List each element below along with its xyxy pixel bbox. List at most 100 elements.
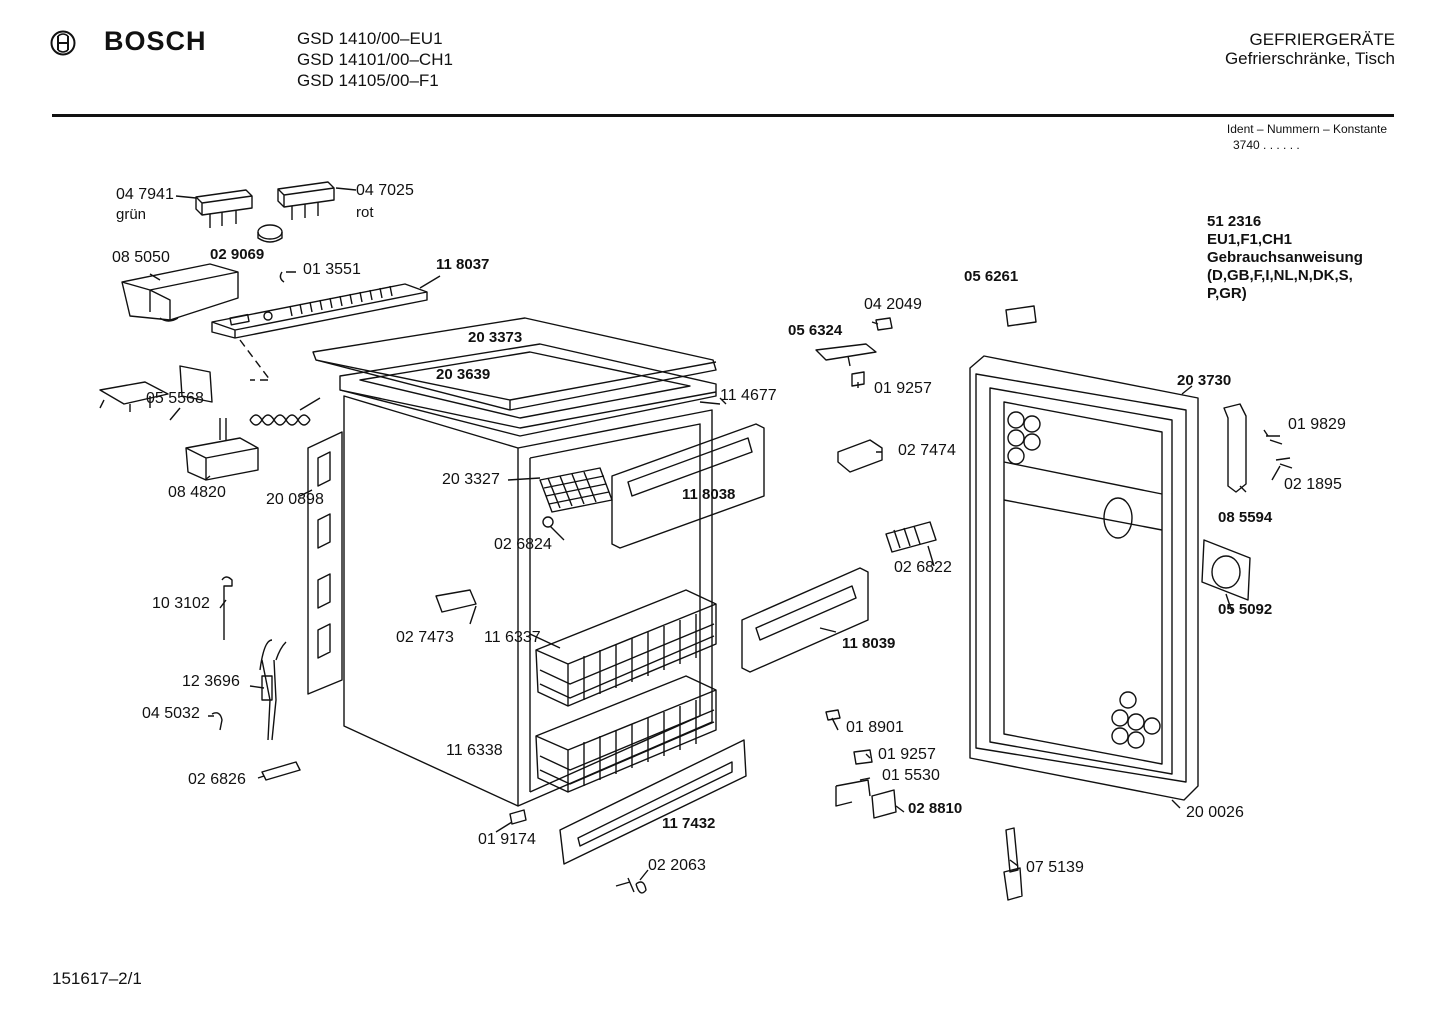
handle-screw-part: [1266, 435, 1283, 445]
clip-part: [875, 317, 893, 331]
part-label-013551: 01 3551: [303, 261, 361, 278]
thermostat-part: [99, 365, 321, 481]
part-label-203639: 20 3639: [436, 366, 491, 383]
light-housing-part: [121, 263, 239, 322]
model-list: GSD 1410/00–EU1 GSD 14101/00–CH1 GSD 141…: [297, 28, 453, 91]
doc-languages-cont: P,GR): [1207, 285, 1247, 302]
bushing-part: [851, 371, 865, 387]
part-label-028810: 02 8810: [908, 800, 963, 817]
part-label-203373: 20 3373: [468, 329, 523, 346]
part-label-116337: 11 6337: [484, 629, 541, 646]
doc-languages: (D,GB,F,I,NL,N,DK,S,: [1207, 267, 1353, 284]
part-note-red: rot: [356, 204, 374, 221]
freezer-flap-part: [611, 423, 765, 549]
green-button-part: [195, 189, 253, 228]
part-note-green: grün: [116, 206, 147, 223]
handle-cap-part: [1275, 457, 1293, 469]
condenser-part: [307, 431, 343, 695]
part-label-055092: 05 5092: [1218, 601, 1273, 618]
part-label-117432: 11 7432: [662, 815, 716, 832]
part-label-075139: 07 5139: [1026, 859, 1084, 876]
door-stop-part: [837, 439, 883, 473]
part-label-047025: 04 7025: [356, 182, 414, 199]
part-label-045032: 04 5032: [142, 705, 200, 722]
door-handle-part: [1223, 403, 1247, 493]
part-label-015530: 01 5530: [882, 767, 940, 784]
screw-part: [542, 516, 554, 528]
bosch-logo-icon: [50, 30, 76, 61]
part-label-200026: 20 0026: [1186, 804, 1244, 821]
category-block: GEFRIERGERÄTE Gefrierschränke, Tisch: [1225, 30, 1395, 68]
bolt-part: [825, 709, 841, 721]
part-label-029069: 02 9069: [210, 246, 265, 263]
nut-part: [853, 749, 873, 765]
upper-basket-part: [535, 589, 717, 707]
part-label-055568: 05 5568: [146, 390, 204, 407]
knob-part: [257, 224, 283, 243]
doc-variants: EU1,F1,CH1: [1207, 231, 1293, 248]
part-label-019174: 01 9174: [478, 831, 536, 848]
hinge-plate-part: [815, 343, 877, 367]
top-frame-part: [339, 343, 717, 437]
part-label-085050: 08 5050: [112, 249, 170, 266]
part-label-203730: 20 3730: [1177, 372, 1232, 389]
document-info: 51 2316 EU1,F1,CH1 Gebrauchsanweisung (D…: [1207, 213, 1363, 303]
lower-hinge-part: [835, 779, 871, 807]
hinge-cover-part: [871, 789, 897, 819]
assembly-guide: [239, 339, 271, 381]
lower-flap-part: [741, 567, 869, 673]
evaporator-grid-part: [539, 467, 613, 513]
part-label-042049: 04 2049: [864, 296, 922, 313]
model-number: GSD 14105/00–F1: [297, 71, 439, 90]
part-label-084820: 08 4820: [168, 484, 226, 501]
ident-constant: 3740 . . . . . .: [1233, 138, 1300, 152]
sensor-part: [261, 675, 273, 701]
door-part: [969, 355, 1199, 801]
hinge-part: [699, 401, 721, 405]
hose-part: [211, 712, 223, 731]
part-label-047941: 04 7941: [116, 186, 174, 203]
screw-washer-part: [615, 877, 647, 894]
control-panel-part: [211, 283, 428, 339]
category-subtitle: Gefrierschränke, Tisch: [1224, 49, 1395, 68]
part-label-026822: 02 6822: [894, 559, 952, 576]
part-label-123696: 12 3696: [182, 673, 240, 690]
drain-tube: [221, 576, 233, 640]
part-label-026826: 02 6826: [188, 771, 246, 788]
page-id: 151617–2/1: [52, 969, 142, 988]
cabinet-body: [343, 395, 713, 807]
cover-strip-part: [885, 521, 937, 553]
red-button-part: [277, 181, 335, 220]
part-label-026824: 02 6824: [494, 536, 552, 553]
header-divider: [52, 114, 1394, 117]
foot-part: [509, 809, 527, 825]
doc-type: Gebrauchsanweisung: [1207, 249, 1363, 266]
part-label-118037: 11 8037: [436, 256, 490, 273]
part-label-019257-upper: 01 9257: [874, 380, 932, 397]
part-label-027473: 02 7473: [396, 629, 454, 646]
ident-label: Ident – Nummern – Konstante: [1226, 122, 1387, 136]
ventilation-grille-part: [559, 739, 747, 865]
part-label-118039: 11 8039: [842, 635, 896, 652]
top-cover-part: [312, 317, 717, 411]
part-label-056261: 05 6261: [964, 268, 1019, 285]
part-label-018901: 01 8901: [846, 719, 904, 736]
capillary-tube: [259, 639, 287, 741]
door-seal-pad-part: [1201, 539, 1251, 601]
model-number: GSD 14101/00–CH1: [297, 50, 453, 69]
part-label-085594: 08 5594: [1218, 509, 1273, 526]
brand-name: BOSCH: [104, 26, 207, 56]
scraper-part: [1003, 827, 1023, 901]
part-label-118038: 11 8038: [682, 486, 736, 503]
door-label-part: [1005, 305, 1037, 327]
bracket-part: [261, 761, 301, 781]
part-label-019257-lower: 01 9257: [878, 746, 936, 763]
latch-part: [435, 589, 477, 613]
category-title: GEFRIERGERÄTE: [1249, 30, 1395, 49]
part-label-056324: 05 6324: [788, 322, 843, 339]
lamp-clip: [279, 271, 285, 283]
lower-basket-part: [535, 675, 717, 793]
part-label-022063: 02 2063: [648, 857, 706, 874]
part-label-103102: 10 3102: [152, 595, 210, 612]
